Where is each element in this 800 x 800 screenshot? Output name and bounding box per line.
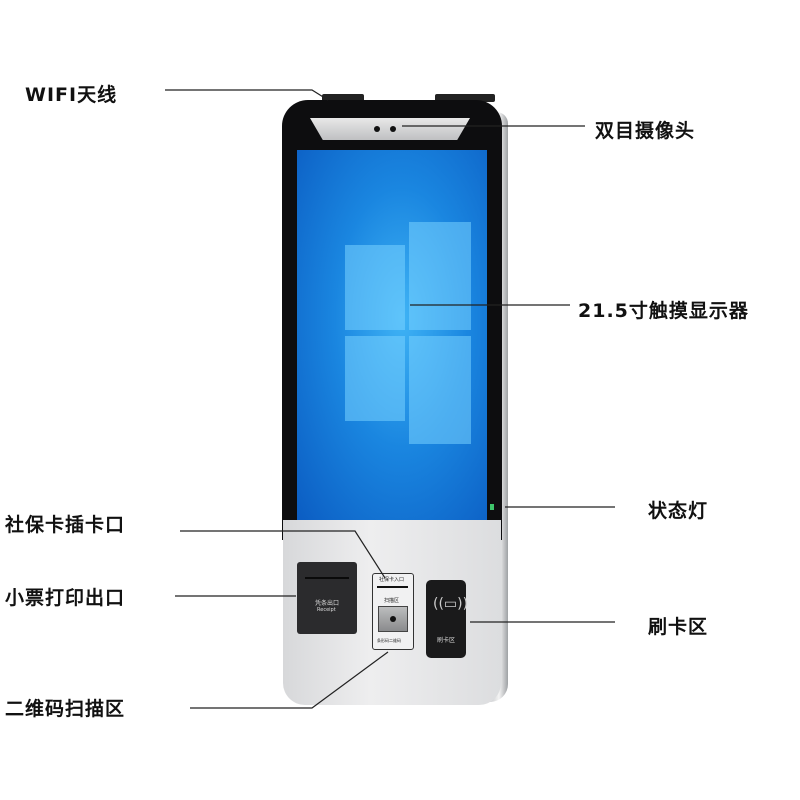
- camera-lens-icon: [374, 126, 380, 132]
- printer-label-en: Receipt: [317, 607, 336, 613]
- wifi-antenna-left: [322, 94, 364, 102]
- reader-label: 刷卡区: [437, 637, 456, 644]
- card-slot-and-scanner: 社保卡入口 扫描区 条形码二维码: [372, 573, 414, 650]
- touch-display: [297, 150, 487, 522]
- status-light: [490, 504, 494, 510]
- scan-area-label: 扫描区: [384, 598, 400, 604]
- contactless-card-icon: ((▭)): [433, 596, 469, 612]
- windows-logo-pane: [409, 222, 471, 330]
- card-reader: ((▭)) 刷卡区: [426, 580, 469, 658]
- camera-lens-icon: [390, 126, 396, 132]
- windows-logo-pane: [409, 336, 471, 444]
- printer-slot: [305, 577, 349, 579]
- card-slot-label: 社保卡入口: [379, 577, 405, 583]
- scanner-lens-icon: [390, 616, 396, 622]
- label-social-card-slot: 社保卡插卡口: [5, 514, 126, 536]
- leader-qr: [190, 651, 389, 709]
- label-status-light: 状态灯: [648, 500, 709, 522]
- label-wifi-antenna: WIFI天线: [25, 84, 118, 106]
- leader-wifi: [165, 89, 329, 101]
- label-touch-display: 21.5寸触摸显示器: [578, 300, 749, 322]
- scanner-window: [378, 606, 408, 632]
- label-qr-scan-area: 二维码扫描区: [5, 698, 126, 720]
- label-dual-camera: 双目摄像头: [595, 120, 696, 142]
- windows-logo-pane: [345, 245, 405, 330]
- wifi-antenna-right: [435, 94, 495, 102]
- receipt-printer: 凭条出口 Receipt: [297, 562, 357, 634]
- dual-camera-bar: [310, 118, 470, 140]
- label-receipt-printer: 小票打印出口: [5, 587, 126, 609]
- leader-card-slot: [180, 530, 386, 579]
- card-slot: [377, 586, 408, 588]
- printer-label: 凭条出口: [315, 600, 340, 607]
- label-card-swipe-area: 刷卡区: [648, 616, 709, 638]
- scan-bottom-label: 条形码二维码: [377, 638, 401, 643]
- windows-logo-pane: [345, 336, 405, 421]
